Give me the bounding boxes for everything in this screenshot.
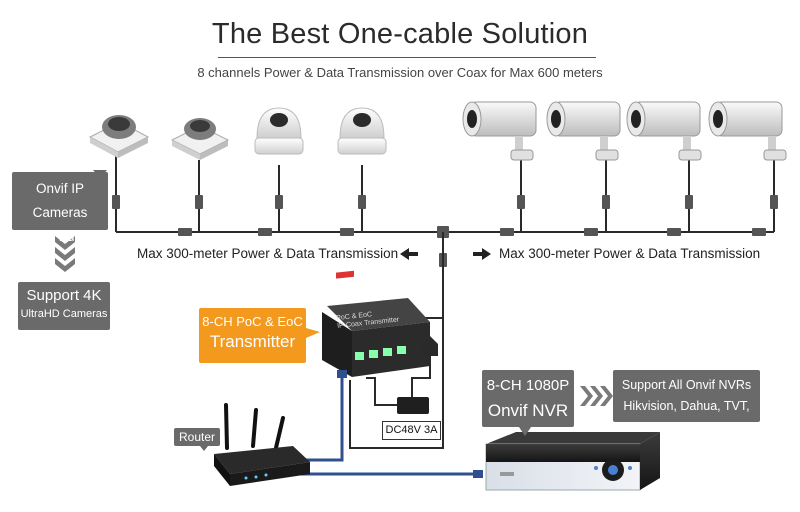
arrow-right-icon [473,248,491,260]
power-supply-label: DC48V 3A [382,421,441,440]
callout-pointer [200,446,208,451]
support-4k-line1: Support 4K [26,287,102,304]
chevron-right-icon [580,386,613,406]
callout-pointer [306,328,320,338]
dome-camera-icon [88,115,150,158]
left-transmission-label: Max 300-meter Power & Data Transmission [137,246,399,261]
router-icon [214,403,310,486]
rj45-plug [473,470,483,478]
nvr-support-line1: Support All Onvif NVRs [621,378,752,392]
bullet-camera-icon [708,101,787,161]
bullet-camera-icon [626,101,702,161]
nvr-icon [485,432,660,491]
diagram-subtitle: 8 channels Power & Data Transmission ove… [197,65,603,80]
bullet-camera-icon [462,101,537,161]
router-label-text: Router [178,430,216,444]
nvr-support-line2: Hikvision, Dahua, TVT, etc... [623,399,750,434]
right-transmission-label: Max 300-meter Power & Data Transmission [499,246,761,261]
support-4k-box: Support 4K UltraHD Cameras [18,282,110,330]
rj45-plug [337,370,347,378]
diagram-title: The Best One-cable Solution [211,18,589,50]
bnc-connectors [112,195,778,267]
nvr-callout-line2: Onvif NVR [487,401,569,420]
arrow-left-icon [400,248,418,260]
callout-pointer [519,427,531,436]
dome-camera-icon [170,118,230,160]
cameras-box-line2: 1080P Full HD [16,229,104,244]
transmitter-callout-line2: Transmitter [209,332,296,351]
transmitter-icon [322,270,430,377]
bullet-camera-icon [546,101,621,161]
chevron-down-icon [55,236,75,272]
dome-camera-icon [337,107,387,155]
transmitter-callout-line1: 8-CH PoC & EoC [202,314,303,329]
power-adapter-icon [366,336,438,414]
cameras-info-box: Onvif IP Cameras 1080P Full HD [12,172,108,244]
router-label: Router [174,428,220,446]
title-divider [218,57,596,58]
nvr-callout: 8-CH 1080P Onvif NVR [482,370,574,427]
coax-cable [349,232,444,449]
support-4k-line2: UltraHD Cameras [20,308,108,320]
dome-camera-icon [254,107,304,155]
nvr-callout-line1: 8-CH 1080P [486,377,570,394]
nvr-support-box: Support All Onvif NVRs Hikvision, Dahua,… [613,370,760,434]
transmitter-callout: 8-CH PoC & EoC Transmitter [199,308,306,363]
cameras-box-line1: Onvif IP Cameras [32,181,88,220]
